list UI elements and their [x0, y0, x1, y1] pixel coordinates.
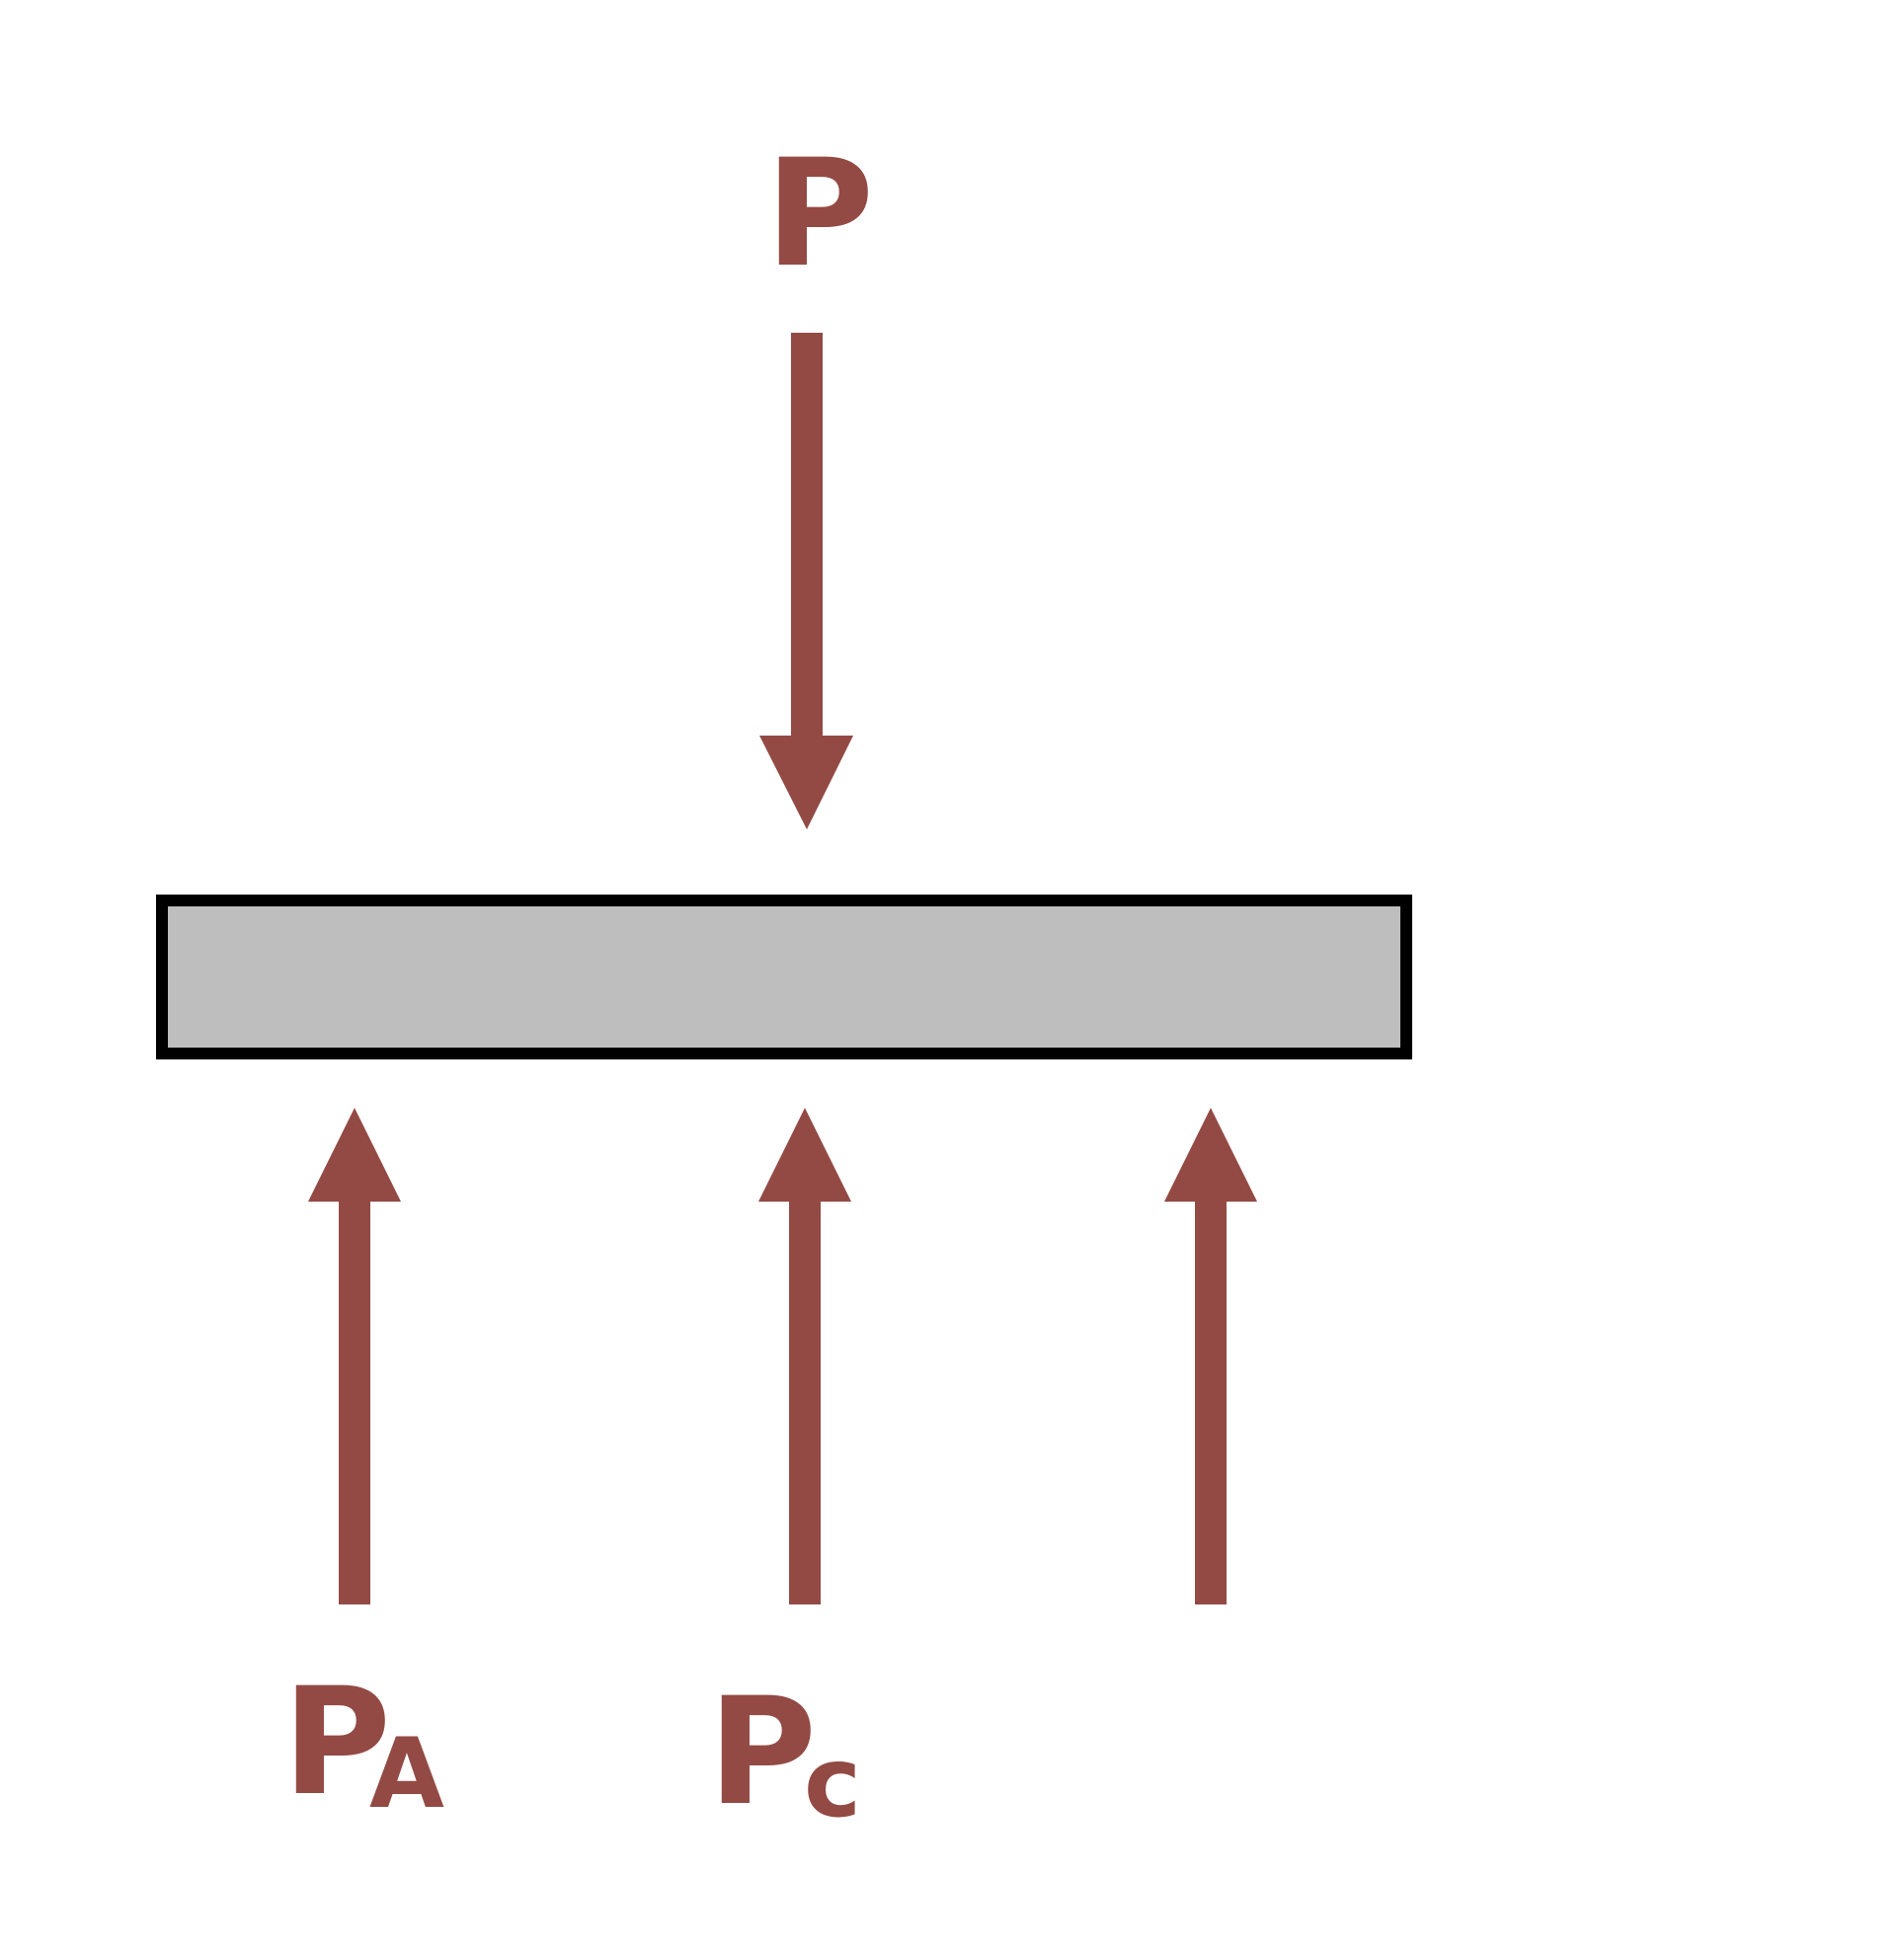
- reaction-right-shaft: [1195, 1200, 1227, 1604]
- applied-load-arrow: [759, 333, 853, 829]
- reaction-a-shaft: [339, 1200, 370, 1604]
- reaction-a-arrow: [308, 1108, 401, 1604]
- reaction-right-arrowhead: [1164, 1108, 1257, 1202]
- reaction-a-label-subscript: A: [369, 1718, 444, 1831]
- applied-load-label-main: P: [765, 128, 874, 300]
- reaction-a-arrowhead: [308, 1108, 401, 1202]
- applied-load-label: P: [765, 128, 874, 300]
- reaction-a-label: P: [282, 1657, 391, 1829]
- reaction-c-shaft: [789, 1200, 821, 1604]
- reaction-right-arrow: [1164, 1108, 1257, 1604]
- reaction-a-label-main: P: [282, 1657, 391, 1829]
- beam: [156, 895, 1412, 1059]
- applied-load-arrowhead: [759, 736, 853, 829]
- reaction-c-label: P: [708, 1667, 817, 1838]
- reaction-c-arrow: [758, 1108, 851, 1604]
- reaction-c-label-subscript: c: [804, 1727, 861, 1839]
- reaction-c-label-main: P: [708, 1667, 817, 1838]
- reaction-c-arrowhead: [758, 1108, 851, 1202]
- applied-load-shaft: [791, 333, 823, 738]
